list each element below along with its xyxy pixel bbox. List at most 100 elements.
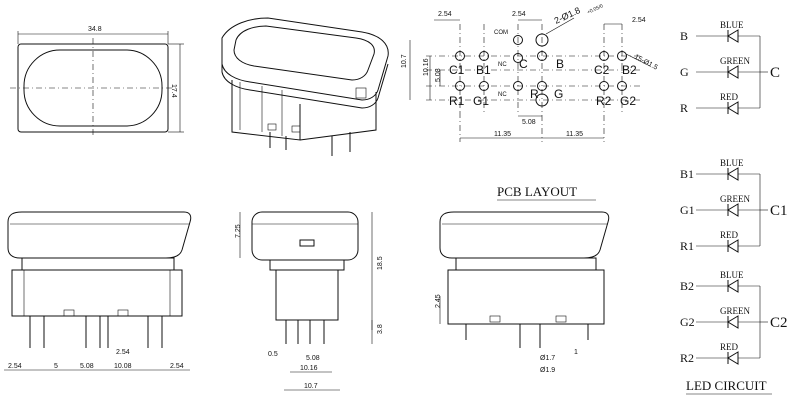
side-dim-pin-pitch: 5.08 xyxy=(306,355,320,362)
led-pin-label: B2 xyxy=(680,279,694,293)
side-dim-span-inner: 10.16 xyxy=(300,365,318,372)
pin-label-b1: B1 xyxy=(476,63,491,77)
led-color-label: BLUE xyxy=(720,20,744,30)
pcb-hole xyxy=(479,51,489,61)
led-color-label: BLUE xyxy=(720,158,744,168)
pcb-hole xyxy=(617,81,627,91)
pcb-hole xyxy=(479,81,489,91)
rear-dim-h: 2.45 xyxy=(435,294,442,308)
led-pin-label: G2 xyxy=(680,315,695,329)
pin-label-nc-top: NC xyxy=(498,62,507,68)
front-dim-2: 5.08 xyxy=(80,363,94,370)
rear-view: 2.45 Ø1.7 Ø1.9 1 xyxy=(435,211,610,374)
led-color-label: RED xyxy=(720,230,739,240)
isometric-view xyxy=(221,17,389,156)
led-pin-label: G xyxy=(680,65,689,79)
led-diode-icon xyxy=(727,279,739,293)
led-color-label: GREEN xyxy=(720,306,750,316)
front-dim-3: 10.08 xyxy=(114,363,132,370)
led-diode-icon xyxy=(727,203,739,217)
pcb-hole xyxy=(617,51,627,61)
led-common-label: C xyxy=(770,65,780,81)
pin-label-r: R xyxy=(530,87,539,101)
led-color-label: GREEN xyxy=(720,56,750,66)
led-common-label: C1 xyxy=(770,203,788,219)
front-view: 2.54 5 5.08 10.08 2.54 2.54 xyxy=(4,211,192,371)
pcb-hole xyxy=(513,53,523,63)
pcb-hole xyxy=(455,81,465,91)
pcb-dim-pitch-mid: 2.54 xyxy=(512,11,526,18)
side-dim-pin-h: 3.8 xyxy=(377,324,384,334)
top-height-dim: 17.4 xyxy=(170,84,177,98)
led-common-label: C2 xyxy=(770,315,788,331)
led-pin-label: B1 xyxy=(680,167,694,181)
led-color-label: RED xyxy=(720,92,739,102)
pin-label-com: COM xyxy=(494,30,508,36)
pin-label-r1: R1 xyxy=(449,94,465,108)
side-dim-pin-w: 0.5 xyxy=(268,351,278,358)
front-dim-0: 2.54 xyxy=(8,363,22,370)
led-color-label: RED xyxy=(720,342,739,352)
led-diode-icon xyxy=(727,65,739,79)
led-pin-label: R xyxy=(680,101,688,115)
pcb-dim-height-inner: 5.08 xyxy=(435,68,442,82)
led-diode-icon xyxy=(727,101,739,115)
led-color-label: BLUE xyxy=(720,270,744,280)
side-dim-total-h: 18.5 xyxy=(377,256,384,270)
led-circuit-title: LED CIRCUIT xyxy=(686,378,767,393)
pcb-dim-span-left: 11.35 xyxy=(494,131,511,138)
pcb-hole xyxy=(513,35,523,45)
led-group: C BLUE B GREEN G RED R xyxy=(680,20,780,115)
pcb-dim-hole-small: 15-Ø1.5 xyxy=(633,54,659,72)
led-diode-icon xyxy=(727,351,739,365)
pin-label-b2: B2 xyxy=(622,63,637,77)
pcb-layout: COM NC NC C1 B1 C B C2 B2 R1 G1 R G R2 G… xyxy=(401,3,659,201)
pcb-hole xyxy=(599,51,609,61)
pcb-hole xyxy=(513,81,523,91)
led-pin-label: B xyxy=(680,29,688,43)
pin-label-c: C xyxy=(519,57,528,71)
led-diode-icon xyxy=(727,29,739,43)
led-pin-label: R2 xyxy=(680,351,694,365)
pcb-layout-title: PCB LAYOUT xyxy=(497,184,577,199)
rear-dim-pin-a: Ø1.7 xyxy=(540,355,555,362)
top-view: 34.8 17.4 xyxy=(10,26,184,138)
pcb-hole xyxy=(455,51,465,61)
top-width-dim: 34.8 xyxy=(88,26,102,33)
pin-label-c1: C1 xyxy=(449,63,465,77)
pcb-hole xyxy=(535,33,549,47)
pcb-dim-hole-big-tol: +0.05/0 xyxy=(586,3,604,16)
pin-label-b: B xyxy=(556,57,564,71)
pin-label-g2: G2 xyxy=(620,94,636,108)
pcb-hole xyxy=(535,93,549,107)
pcb-dim-center-gap: 5.08 xyxy=(522,119,536,126)
pin-label-r2: R2 xyxy=(596,94,612,108)
pcb-dim-hole-big: 2-Ø1.8 xyxy=(553,5,582,26)
pcb-dim-height-outer: 10.7 xyxy=(401,54,408,68)
led-pin-label: R1 xyxy=(680,239,694,253)
pin-label-g1: G1 xyxy=(473,94,489,108)
side-dim-span-outer: 10.7 xyxy=(304,383,318,390)
pcb-dim-pitch-left: 2.54 xyxy=(438,11,452,18)
front-dim-5: 2.54 xyxy=(170,363,184,370)
pcb-dim-height-mid: 10.16 xyxy=(423,58,430,76)
led-circuit: CBLUEBGREENGREDRC1BLUEB1GREENG1REDR1C2BL… xyxy=(680,20,788,365)
pcb-hole xyxy=(599,81,609,91)
pin-label-nc-mid: NC xyxy=(498,92,507,98)
led-pin-label: G1 xyxy=(680,203,695,217)
rear-dim-pin-b: Ø1.9 xyxy=(540,367,555,374)
led-color-label: GREEN xyxy=(720,194,750,204)
rear-dim-pitch: 1 xyxy=(574,349,578,356)
pcb-dim-pitch-right: 2.54 xyxy=(632,17,646,24)
side-dim-cap-h: 7.25 xyxy=(235,224,242,238)
front-dim-4: 2.54 xyxy=(116,349,130,356)
pin-label-c2: C2 xyxy=(594,63,610,77)
led-diode-icon xyxy=(727,167,739,181)
pcb-hole xyxy=(537,51,547,61)
led-diode-icon xyxy=(727,315,739,329)
pcb-dim-span-right: 11.35 xyxy=(566,131,583,138)
led-diode-icon xyxy=(727,239,739,253)
